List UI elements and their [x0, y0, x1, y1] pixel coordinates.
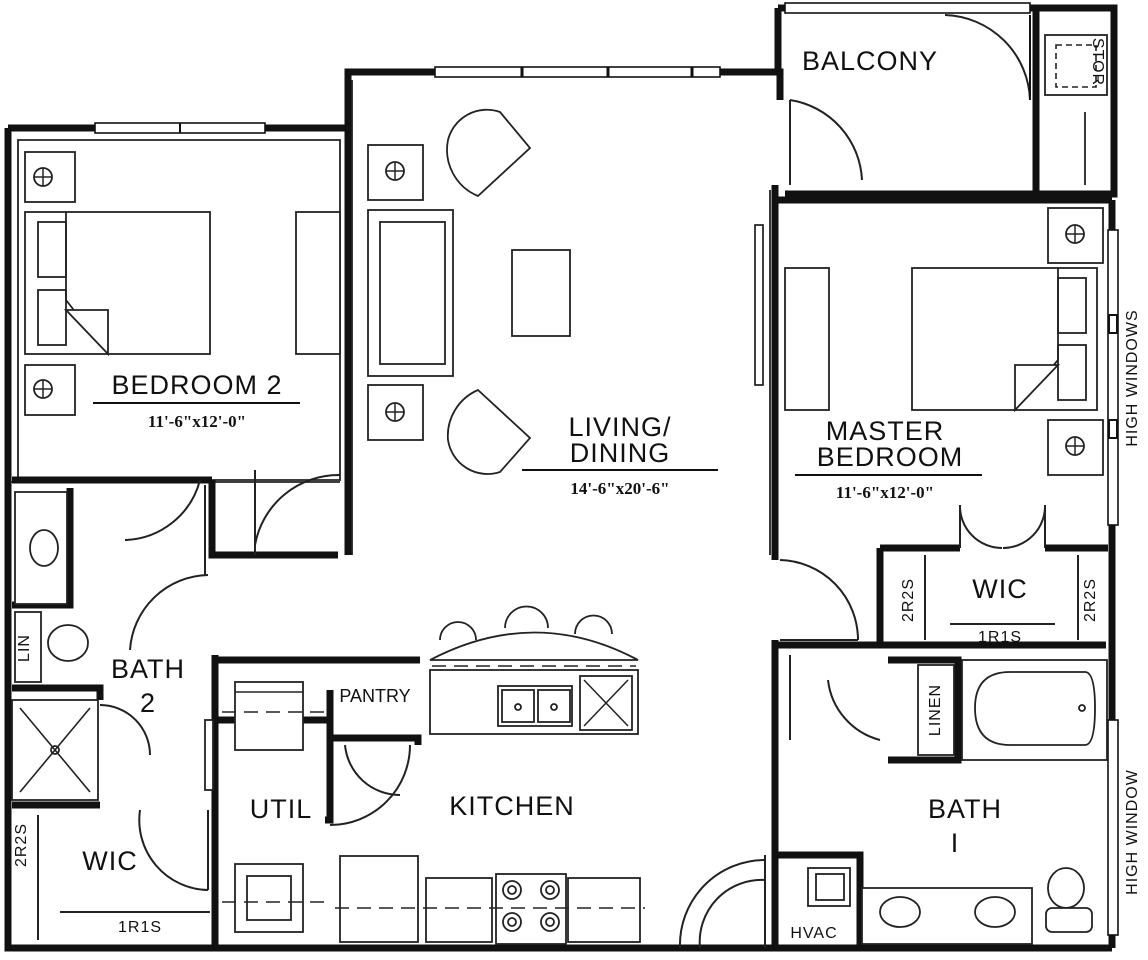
bedroom2-dimensions: 11'-6"x12'-0" — [148, 412, 246, 431]
high-window-label: HIGH WINDOW — [1124, 769, 1141, 895]
living-furniture — [367, 108, 571, 475]
doors — [99, 14, 1047, 949]
master-bath-fixtures — [807, 555, 1108, 945]
hvac-label: HVAC — [790, 925, 837, 942]
bath2-fixtures — [11, 491, 214, 801]
bedroom2-label: BEDROOM 2 — [111, 370, 282, 400]
bedroom2-furniture — [24, 151, 341, 416]
bath1-label-line1: BATH — [928, 794, 1002, 824]
pantry-label: PANTRY — [339, 686, 410, 706]
bath1-label-line2: I — [951, 828, 960, 858]
linen-label: LINEN — [927, 684, 944, 736]
master-label-line2: BEDROOM — [817, 442, 964, 472]
bath2-label-line1: BATH — [111, 654, 185, 684]
wic-left-shelf-bottom: 1R1S — [118, 919, 162, 936]
wic-right-label: WIC — [972, 574, 1027, 604]
balcony-label: BALCONY — [802, 46, 938, 76]
room-labels: BEDROOM 2 11'-6"x12'-0" LIVING/ DINING 1… — [13, 38, 1141, 942]
wic-left-shelf-side: 2R2S — [13, 823, 30, 867]
wic-right-shelf-left: 2R2S — [900, 578, 917, 622]
master-label-line1: MASTER — [826, 416, 945, 446]
lin-label: LIN — [16, 634, 33, 662]
bath2-label-line2: 2 — [140, 688, 156, 718]
high-windows-label: HIGH WINDOWS — [1124, 309, 1141, 446]
master-furniture — [784, 207, 1104, 476]
kitchen-label: KITCHEN — [449, 791, 575, 821]
living-dimensions: 14'-6"x20'-6" — [570, 479, 669, 498]
stor-label: STOR — [1089, 38, 1106, 86]
wic-right-shelf-bottom: 1R1S — [978, 629, 1022, 646]
windows — [94, 2, 1119, 936]
kitchen-fixtures — [222, 605, 645, 945]
living-label-line2: DINING — [570, 438, 671, 468]
storage-fixtures — [1044, 34, 1108, 185]
util-label: UTIL — [250, 794, 313, 824]
wic-right-shelf-right: 2R2S — [1082, 578, 1099, 622]
wic-left-label: WIC — [82, 846, 137, 876]
master-dimensions: 11'-6"x12'-0" — [836, 483, 934, 502]
wic-left-shelves — [37, 815, 210, 940]
living-label-line1: LIVING/ — [568, 412, 671, 442]
